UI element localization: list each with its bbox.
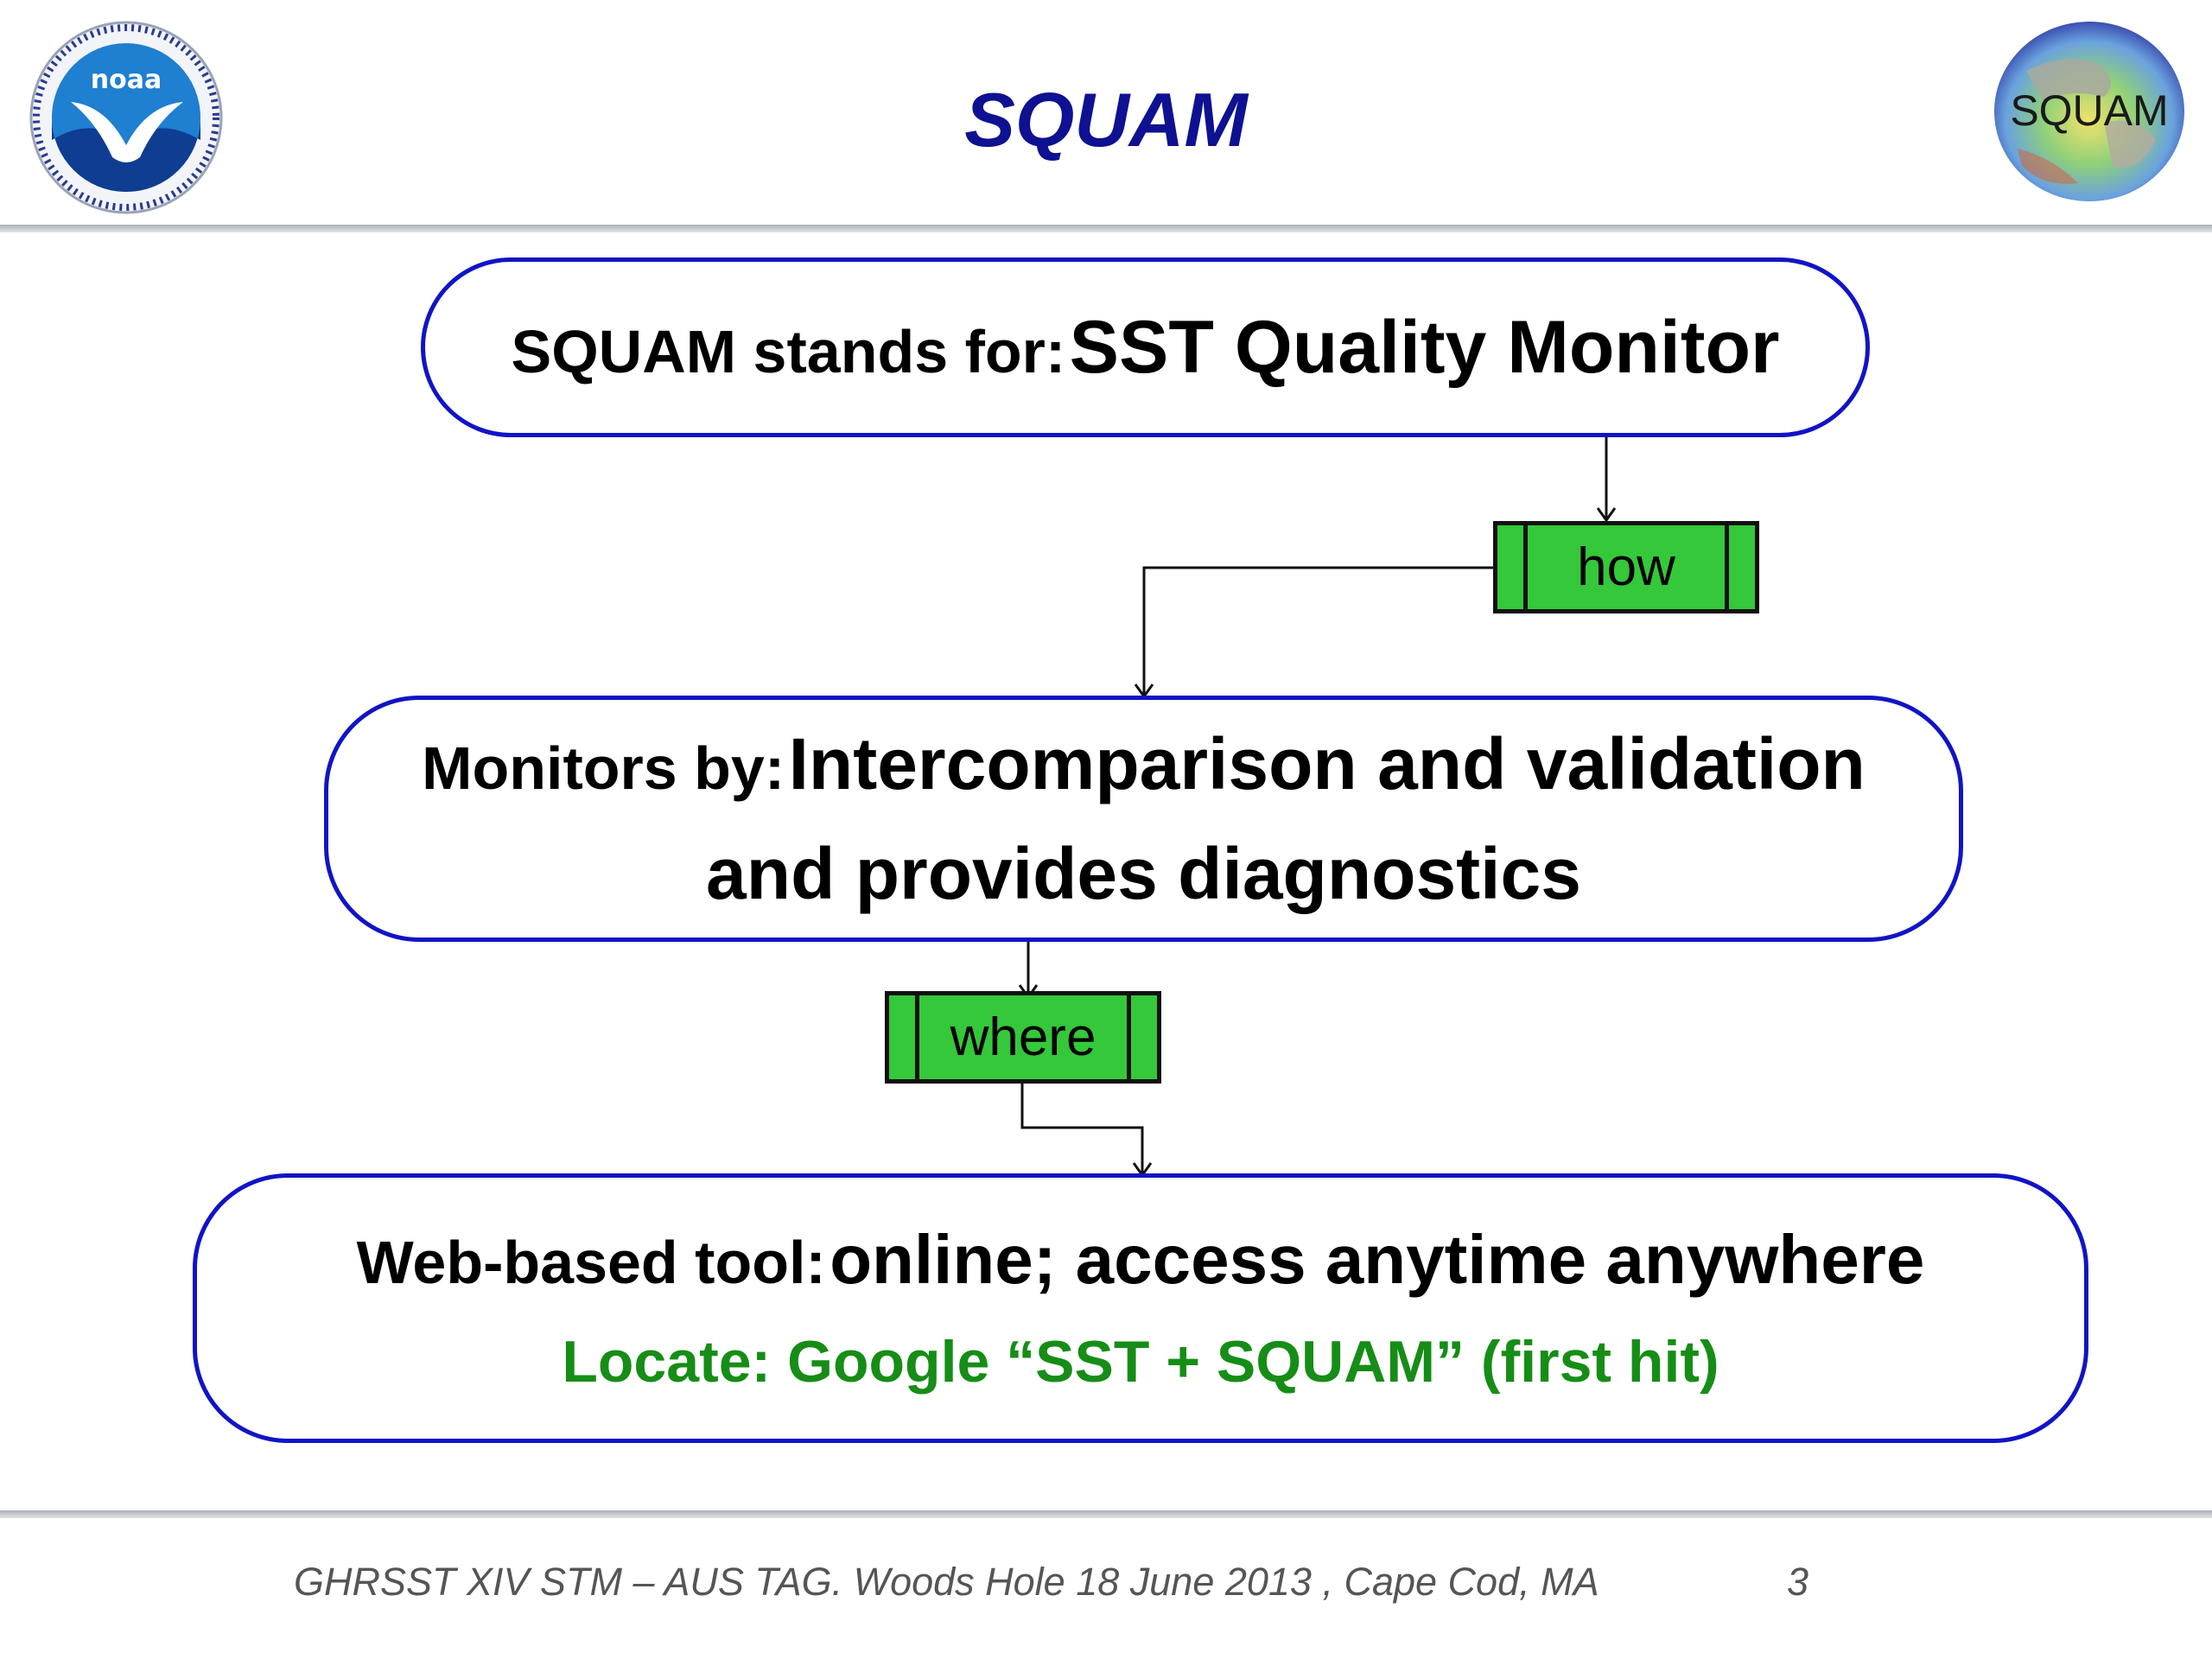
connector-how-to-monitors: [1142, 566, 1495, 696]
where-label: where: [885, 991, 1161, 1084]
locate-line: Locate: Google “SST + SQUAM” (first hit): [562, 1328, 1719, 1395]
footer-text: GHRSST XIV STM – AUS TAG. Woods Hole 18 …: [294, 1560, 1599, 1604]
connector-where-to-web: [1020, 1082, 1144, 1173]
slide-title: SQUAM: [964, 77, 1248, 162]
monitors-line-1: Monitors by: Intercomparison and validat…: [422, 720, 1866, 830]
monitors-main: Intercomparison and validation: [788, 723, 1866, 804]
monitors-prefix: Monitors by:: [422, 734, 785, 802]
footer-rule: [0, 1510, 2212, 1518]
page-number: 3: [1787, 1560, 1809, 1604]
how-label: how: [1493, 521, 1759, 613]
monitors-line-2: and provides diagnostics: [706, 833, 1581, 914]
header-rule: [0, 225, 2212, 232]
noaa-logo-text: noaa: [91, 65, 162, 95]
squam-logo: SQUAM: [1994, 22, 2184, 201]
web-tool-prefix: Web-based tool:: [356, 1228, 826, 1296]
definition-box: SQUAM stands for: SST Quality Monitor: [421, 257, 1870, 437]
web-tool-box: Web-based tool: online; access anytime a…: [193, 1173, 2088, 1443]
definition-line: SQUAM stands for: SST Quality Monitor: [512, 305, 1780, 391]
monitors-box: Monitors by: Intercomparison and validat…: [324, 696, 1963, 942]
web-tool-main: online; access anytime anywhere: [830, 1220, 1925, 1298]
definition-prefix: SQUAM stands for:: [511, 317, 1066, 385]
connector-arrowhead: [1596, 507, 1617, 523]
noaa-logo: noaa: [29, 21, 223, 214]
definition-main: SST Quality Monitor: [1069, 305, 1780, 389]
squam-logo-text: SQUAM: [2010, 86, 2168, 135]
web-tool-line-1: Web-based tool: online; access anytime a…: [357, 1217, 1925, 1323]
